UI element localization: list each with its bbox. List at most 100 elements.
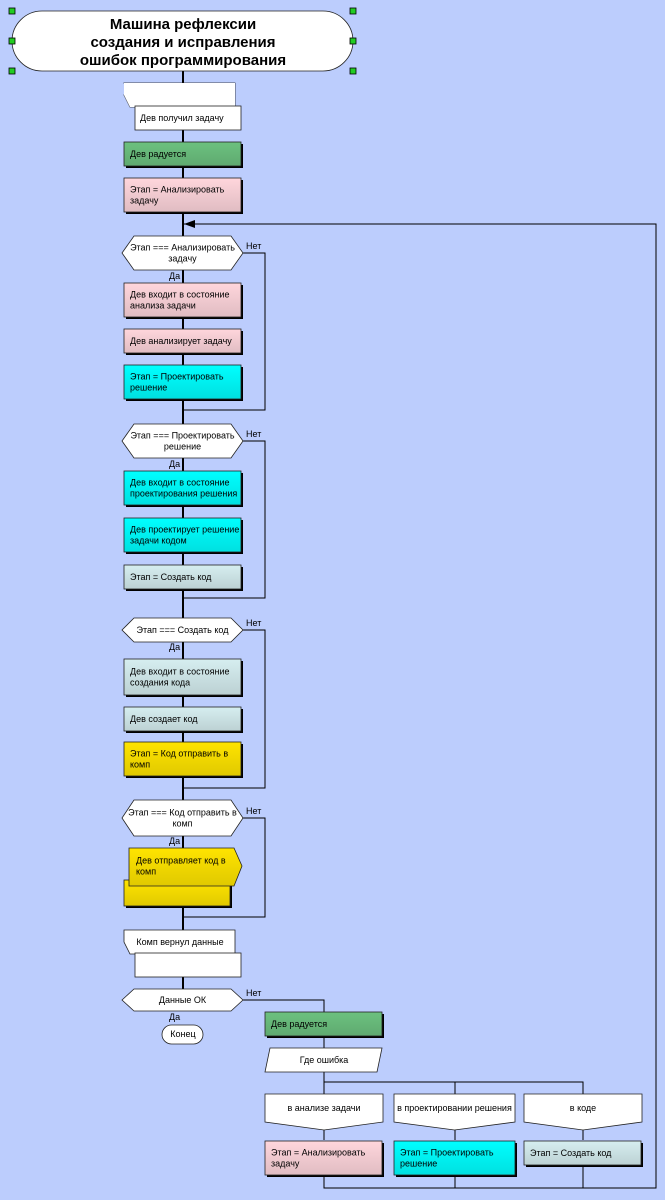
no-label: Нет: [246, 429, 261, 439]
node-label: задачу: [130, 196, 159, 206]
selection-handle-icon: [8, 7, 16, 15]
cond-ok-decision: [121, 988, 244, 1012]
cond-code-decision: [121, 617, 244, 643]
set-design-node: [123, 364, 242, 400]
node-label: Этап === Анализировать: [130, 243, 235, 253]
end-terminator: [161, 1024, 204, 1045]
fix-design-node: [393, 1140, 516, 1176]
no-branch-ok: [243, 999, 325, 1012]
case-code-node: [523, 1093, 643, 1131]
node-label: решение: [164, 442, 201, 452]
node-label: комп: [172, 819, 192, 829]
receive-task-node: [134, 105, 242, 131]
cond-analyze-decision: [121, 235, 244, 271]
where-bus: [323, 1072, 584, 1094]
node-label: в проектировании решения: [397, 1103, 512, 1113]
selection-handle-icon: [8, 37, 16, 45]
input-notch-fill: [124, 83, 235, 107]
selection-handle-icon: [8, 67, 16, 75]
comp-returned-box: [134, 952, 242, 978]
node-label: Дев проектирует решение: [130, 525, 239, 535]
yes-label: Да: [169, 271, 180, 281]
connector-lines: [182, 70, 657, 1189]
page-title-line: ошибок программирования: [80, 52, 286, 69]
node-label: комп: [130, 760, 150, 770]
node-label: Этап === Создать код: [137, 625, 230, 635]
node-label: Конец: [170, 1029, 195, 1039]
no-bypass-code: [183, 629, 266, 789]
node-label: Этап = Создать код: [130, 572, 212, 582]
enter-analysis-node: [123, 282, 242, 318]
enter-code-node: [123, 658, 242, 696]
node-label: в коде: [570, 1103, 596, 1113]
node-label: Этап = Проектировать: [400, 1148, 494, 1158]
where-error-node: [264, 1047, 383, 1073]
node-label: Дев анализирует задачу: [130, 336, 232, 346]
page-title-line: Машина рефлексии: [110, 16, 256, 33]
node-label: Этап = Анализировать: [130, 185, 225, 195]
node-label: Дев входит в состояние: [130, 478, 230, 488]
yes-label: Да: [169, 459, 180, 469]
node-label: проектирования решения: [130, 489, 237, 499]
no-label: Нет: [246, 806, 261, 816]
node-label: Этап = Код отправить в: [130, 749, 228, 759]
node-label: анализа задачи: [130, 301, 196, 311]
node-label: Дев входит в состояние: [130, 290, 230, 300]
page-title-line: создания и исправления: [90, 34, 275, 51]
node-label: задачу: [271, 1159, 300, 1169]
node-label: Дев радуется: [130, 149, 186, 159]
node-label: Где ошибка: [300, 1055, 349, 1065]
node-label: в анализе задачи: [288, 1103, 361, 1113]
node-label: Этап = Создать код: [530, 1148, 612, 1158]
node-label: комп: [136, 867, 156, 877]
no-bypass-send: [183, 817, 266, 918]
yes-label: Да: [169, 1012, 180, 1022]
no-label: Нет: [246, 618, 261, 628]
case-analysis-node: [264, 1093, 384, 1131]
selection-handle-icon: [349, 67, 357, 75]
cond-design-decision: [121, 423, 244, 459]
node-label: Дев получил задачу: [140, 113, 224, 123]
node-label: решение: [400, 1159, 437, 1169]
dev-happy-node: [123, 141, 242, 167]
node-label: Этап = Проектировать: [130, 372, 224, 382]
node-label: Этап === Проектировать: [130, 431, 234, 441]
node-label: Этап = Анализировать: [271, 1148, 366, 1158]
node-label: задачу: [168, 254, 197, 264]
case-design-node: [393, 1093, 516, 1131]
set-code-node: [123, 564, 242, 590]
node-label: задачи кодом: [130, 536, 187, 546]
selection-handle-icon: [349, 37, 357, 45]
fix-code-node: [523, 1140, 642, 1166]
no-label: Нет: [246, 988, 261, 998]
no-bypass-design: [183, 440, 266, 599]
no-label: Нет: [246, 241, 261, 251]
set-send-node: [123, 741, 242, 777]
node-label: Дев отправляет код в: [136, 856, 226, 866]
analyzes-node: [123, 328, 242, 354]
dev-happy2-node: [264, 1011, 383, 1037]
set-analyze-node: [123, 177, 242, 213]
node-label: Дев радуется: [271, 1019, 327, 1029]
node-label: Комп вернул данные: [136, 937, 223, 947]
loop-back-line: [183, 223, 657, 1189]
enter-design-node: [123, 470, 242, 506]
creates-code-node: [123, 706, 242, 732]
node-label: решение: [130, 383, 167, 393]
node-label: Этап === Код отправить в: [128, 808, 237, 818]
designs-node: [123, 517, 242, 553]
selection-handle-icon: [349, 7, 357, 15]
no-bypass-analyze: [183, 252, 266, 411]
cond-send-decision: [121, 799, 244, 837]
sends-node: [128, 847, 243, 887]
loop-arrow-icon: [184, 220, 195, 228]
yes-label: Да: [169, 836, 180, 846]
node-label: Данные ОК: [159, 995, 207, 1005]
node-label: Дев создает код: [130, 714, 198, 724]
node-label: Дев входит в состояние: [130, 667, 230, 677]
yes-label: Да: [169, 642, 180, 652]
fix-analyze-node: [264, 1140, 383, 1176]
node-label: создания кода: [130, 678, 190, 688]
